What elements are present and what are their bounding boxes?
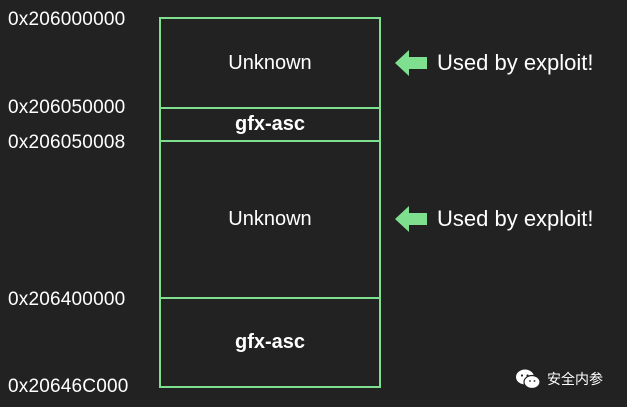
region-label: gfx-asc bbox=[234, 113, 306, 135]
memory-region-unknown-2: Unknown bbox=[159, 140, 381, 299]
address-label-2: 0x206050008 bbox=[8, 132, 126, 153]
address-label-3: 0x206400000 bbox=[8, 289, 126, 310]
region-label: Unknown bbox=[228, 51, 312, 74]
memory-map: Unknown gfx-asc Unknown gfx-asc bbox=[159, 17, 381, 388]
annotation-text: Used by exploit! bbox=[437, 50, 594, 75]
memory-region-gfx-asc-2: gfx-asc bbox=[159, 297, 381, 388]
address-label-0: 0x206000000 bbox=[8, 9, 126, 30]
annotation-text: Used by exploit! bbox=[437, 206, 594, 231]
address-label-4: 0x20646C000 bbox=[8, 376, 129, 397]
memory-region-gfx-asc-1: gfx-asc bbox=[159, 107, 381, 142]
left-arrow-icon bbox=[395, 50, 427, 76]
memory-region-unknown-1: Unknown bbox=[159, 17, 381, 109]
region-label: gfx-asc bbox=[234, 331, 306, 353]
watermark: 安全内参 bbox=[515, 368, 603, 390]
annotation-1: Used by exploit! bbox=[395, 50, 594, 76]
address-label-1: 0x206050000 bbox=[8, 97, 126, 118]
wechat-icon bbox=[516, 369, 541, 390]
annotation-2: Used by exploit! bbox=[395, 206, 594, 232]
watermark-text: 安全内参 bbox=[547, 372, 603, 388]
left-arrow-icon bbox=[395, 206, 427, 232]
region-label: Unknown bbox=[228, 208, 312, 230]
